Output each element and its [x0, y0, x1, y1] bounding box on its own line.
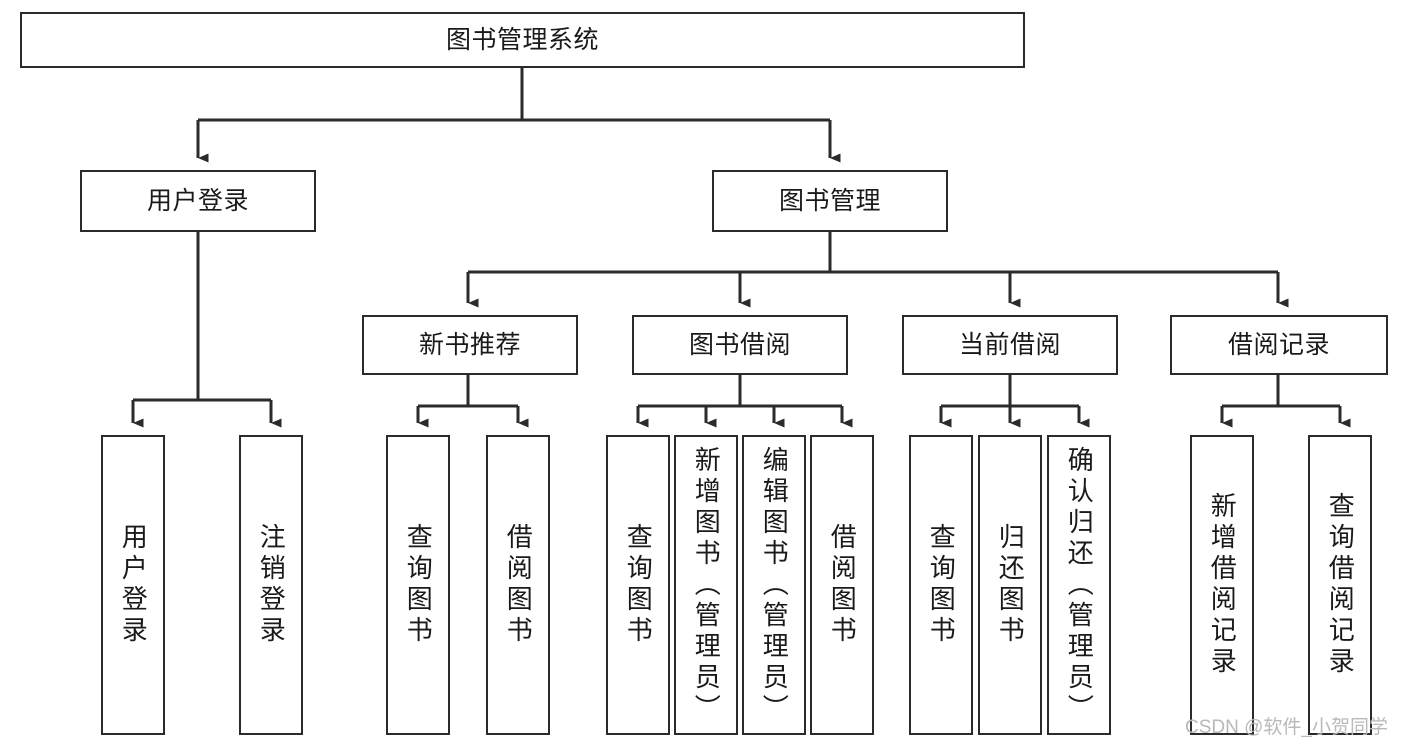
- leaf-borrow-record-add-record[interactable]: 新增借阅记录: [1190, 435, 1254, 735]
- node-label: 图书管理系统: [445, 25, 599, 54]
- leaf-new-book-borrow-book[interactable]: 借阅图书: [486, 435, 550, 735]
- leaf-book-borrow-borrow-book[interactable]: 借阅图书: [810, 435, 874, 735]
- node-label: 查询图书: [623, 523, 654, 647]
- leaf-book-borrow-edit-book-admin[interactable]: 编辑图书（管理员）: [742, 435, 806, 735]
- node-user-login[interactable]: 用户登录: [80, 170, 316, 232]
- node-book-management[interactable]: 图书管理: [712, 170, 948, 232]
- leaf-current-borrow-confirm-return-admin[interactable]: 确认归还（管理员）: [1047, 435, 1111, 735]
- leaf-current-borrow-query-book[interactable]: 查询图书: [909, 435, 973, 735]
- node-label: 确认归还（管理员）: [1064, 445, 1095, 725]
- node-label: 借阅图书: [503, 523, 534, 647]
- node-new-book-recommend[interactable]: 新书推荐: [362, 315, 578, 375]
- node-label: 归还图书: [995, 523, 1026, 647]
- node-label: 用户登录: [118, 523, 149, 647]
- node-label: 查询图书: [403, 523, 434, 647]
- node-label: 新书推荐: [418, 330, 521, 359]
- node-label: 查询借阅记录: [1325, 492, 1356, 678]
- leaf-book-borrow-add-book-admin[interactable]: 新增图书（管理员）: [674, 435, 738, 735]
- node-label: 图书借阅: [688, 330, 791, 359]
- node-label: 借阅记录: [1227, 330, 1330, 359]
- node-label: 新增图书（管理员）: [691, 445, 722, 725]
- node-label: 用户登录: [146, 186, 249, 215]
- leaf-book-borrow-query-book[interactable]: 查询图书: [606, 435, 670, 735]
- leaf-user-login-logout[interactable]: 注销登录: [239, 435, 303, 735]
- node-label: 当前借阅: [958, 330, 1061, 359]
- watermark-text: CSDN @软件_小贺同学: [1185, 717, 1388, 738]
- node-label: 借阅图书: [827, 523, 858, 647]
- node-current-borrow[interactable]: 当前借阅: [902, 315, 1118, 375]
- leaf-new-book-query-book[interactable]: 查询图书: [386, 435, 450, 735]
- node-label: 查询图书: [926, 523, 957, 647]
- node-label: 编辑图书（管理员）: [759, 445, 790, 725]
- node-label: 图书管理: [778, 186, 881, 215]
- leaf-borrow-record-query-record[interactable]: 查询借阅记录: [1308, 435, 1372, 735]
- node-label: 新增借阅记录: [1207, 492, 1238, 678]
- leaf-user-login-login[interactable]: 用户登录: [101, 435, 165, 735]
- node-label: 注销登录: [256, 523, 287, 647]
- node-borrow-record[interactable]: 借阅记录: [1170, 315, 1388, 375]
- leaf-current-borrow-return-book[interactable]: 归还图书: [978, 435, 1042, 735]
- node-book-borrow[interactable]: 图书借阅: [632, 315, 848, 375]
- node-root-system[interactable]: 图书管理系统: [20, 12, 1025, 68]
